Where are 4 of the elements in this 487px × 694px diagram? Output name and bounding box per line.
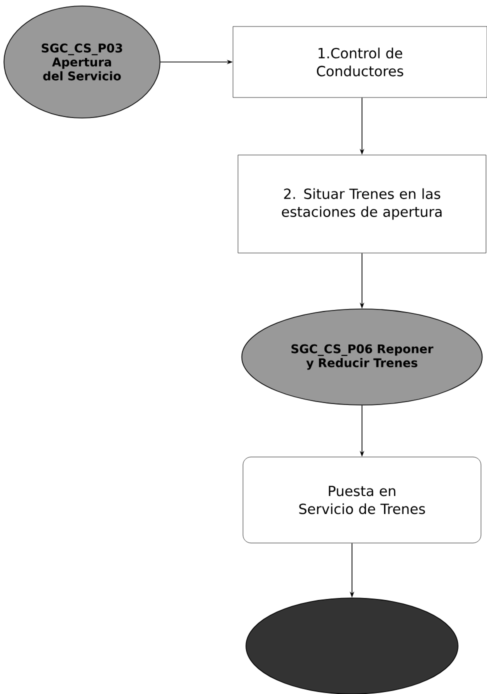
process-box: 1.Control de Conductores bbox=[232, 26, 487, 98]
ellipse-shape bbox=[246, 598, 458, 694]
rounded-process-box: Puesta en Servicio de Trenes bbox=[242, 456, 482, 544]
process-box: 2. Situar Trenes en las estaciones de apertura bbox=[238, 154, 486, 254]
